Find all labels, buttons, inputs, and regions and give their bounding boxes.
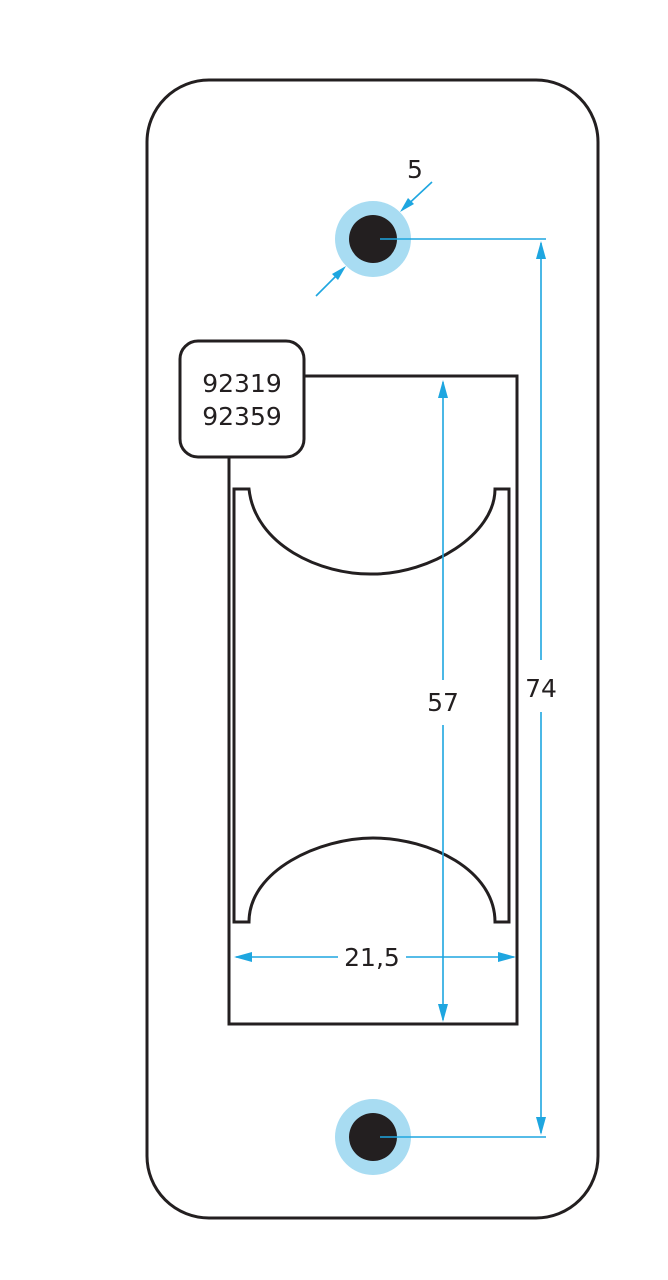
code-label-box [178, 339, 306, 459]
inner-frame-outline [227, 374, 519, 1026]
hole-spacing-arrow-top [536, 241, 546, 259]
hole-diameter-label: 5 [407, 155, 423, 184]
slot-height-arrow-top [438, 380, 448, 398]
hole-diameter-arrow-bottom [332, 266, 346, 280]
slot-cutout-outline [232, 487, 511, 924]
mounting-plate-outline [145, 78, 600, 1220]
code-line-2: 92359 [202, 402, 282, 431]
hole-diameter-arrow-top [400, 198, 414, 212]
code-line-1: 92319 [202, 369, 282, 398]
top-hole [349, 215, 397, 263]
hole-spacing-arrow-bottom [536, 1117, 546, 1135]
slot-width-arrow-right [498, 952, 516, 962]
bottom-hole [349, 1113, 397, 1161]
slot-height-arrow-bottom [438, 1004, 448, 1022]
slot-height-label: 57 [427, 688, 459, 717]
hole-spacing-label: 74 [525, 674, 557, 703]
slot-width-label: 21,5 [344, 943, 400, 972]
slot-width-arrow-left [234, 952, 252, 962]
